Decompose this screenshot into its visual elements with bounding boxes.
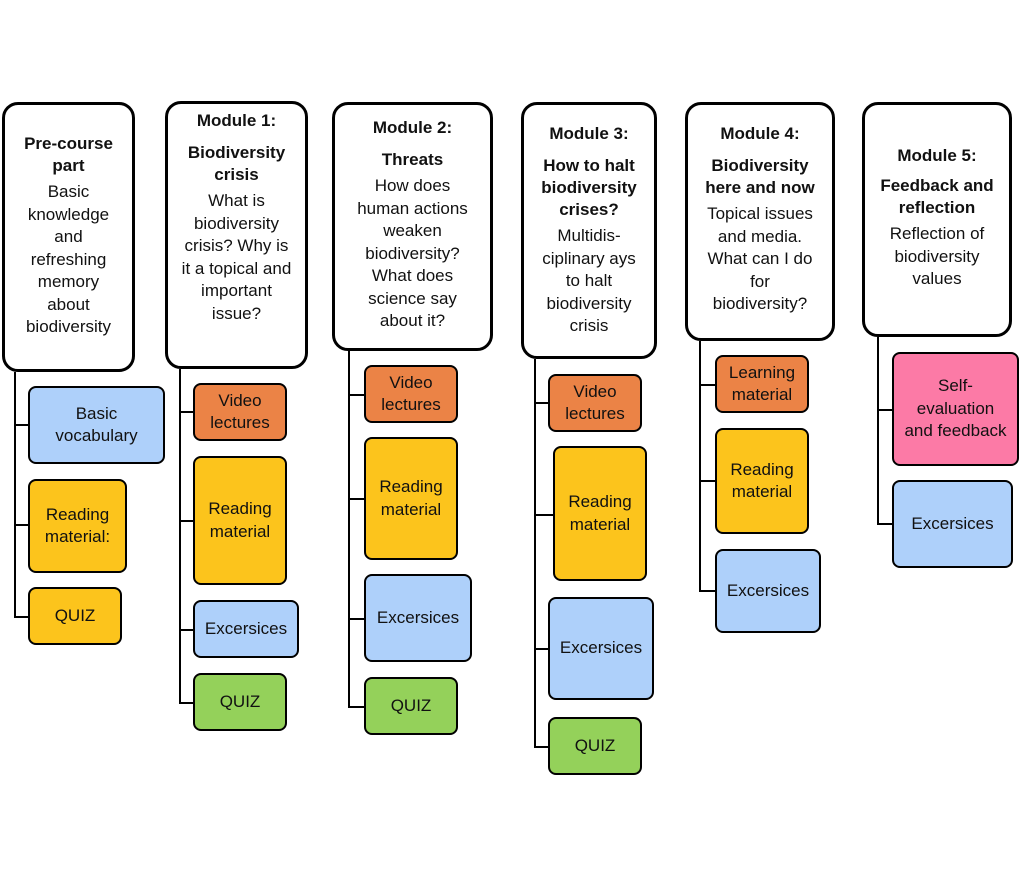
connector-line: [699, 341, 701, 591]
item-reading-material[interactable]: Reading material: [715, 428, 809, 534]
connector-branch: [348, 706, 365, 708]
connector-branch: [179, 629, 194, 631]
connector-branch: [699, 384, 716, 386]
connector-branch: [14, 424, 29, 426]
module-description: Reflection of biodiversity values: [889, 224, 985, 288]
item-excersices[interactable]: Excersices: [193, 600, 299, 658]
connector-line: [877, 337, 879, 524]
item-reading-material[interactable]: Reading material: [553, 446, 647, 581]
module-header-3: Module 3: How to halt biodiversity crise…: [521, 102, 657, 359]
connector-branch: [348, 394, 365, 396]
module-subtitle: Biodiversity crisis: [187, 143, 286, 184]
connector-branch: [699, 480, 716, 482]
item-quiz[interactable]: QUIZ: [28, 587, 122, 645]
connector-branch: [534, 746, 549, 748]
item-self-evaluation[interactable]: Self- evaluation and feedback: [892, 352, 1019, 466]
connector-branch: [179, 411, 194, 413]
module-header-5: Module 5: Feedback and reflection Reflec…: [862, 102, 1012, 337]
module-title: Module 2:: [372, 118, 453, 137]
module-description: Basic knowledge and refreshing memory ab…: [25, 182, 112, 336]
connector-branch: [348, 618, 365, 620]
module-title: Module 1:: [196, 111, 277, 130]
item-excersices[interactable]: Excersices: [548, 597, 654, 700]
module-subtitle: Feedback and reflection: [880, 176, 994, 217]
connector-line: [14, 372, 16, 618]
item-video-lectures[interactable]: Video lectures: [548, 374, 642, 432]
connector-branch: [877, 409, 893, 411]
connector-branch: [348, 498, 365, 500]
module-description: How does human actions weaken biodiversi…: [357, 176, 468, 330]
connector-line: [348, 351, 350, 707]
connector-branch: [534, 402, 549, 404]
connector-branch: [877, 523, 893, 525]
module-header-4: Module 4: Biodiversity here and now Topi…: [685, 102, 835, 341]
module-subtitle: How to halt biodiversity crises?: [541, 156, 637, 219]
connector-branch: [179, 702, 194, 704]
module-header-pre-course: Pre-course part Basic knowledge and refr…: [2, 102, 135, 372]
item-learning-material[interactable]: Learning material: [715, 355, 809, 413]
item-excersices[interactable]: Excersices: [364, 574, 472, 662]
module-subtitle: Biodiversity here and now: [705, 156, 815, 197]
module-subtitle: Threats: [381, 150, 444, 169]
module-title: Module 4:: [720, 124, 800, 143]
connector-branch: [14, 616, 29, 618]
module-title: Module 3:: [549, 124, 629, 143]
module-title: Pre-course part: [24, 134, 113, 175]
item-reading-material[interactable]: Reading material:: [28, 479, 127, 573]
module-description: Topical issues and media. What can I do …: [707, 204, 813, 313]
item-video-lectures[interactable]: Video lectures: [193, 383, 287, 441]
module-header-2: Module 2: Threats How does human actions…: [332, 102, 493, 351]
item-excersices[interactable]: Excersices: [892, 480, 1013, 568]
item-excersices[interactable]: Excersices: [715, 549, 821, 633]
connector-branch: [534, 648, 549, 650]
item-reading-material[interactable]: Reading material: [364, 437, 458, 560]
connector-branch: [699, 590, 716, 592]
module-description: Multidis- ciplinary ays to halt biodiver…: [542, 226, 636, 335]
item-reading-material[interactable]: Reading material: [193, 456, 287, 585]
module-header-1: Module 1: Biodiversity crisis What is bi…: [165, 101, 308, 369]
connector-branch: [534, 514, 554, 516]
connector-line: [179, 369, 181, 703]
connector-line: [534, 359, 536, 747]
module-description: What is biodiversity crisis? Why is it a…: [181, 191, 292, 323]
item-video-lectures[interactable]: Video lectures: [364, 365, 458, 423]
item-quiz[interactable]: QUIZ: [193, 673, 287, 731]
connector-branch: [14, 524, 29, 526]
item-basic-vocabulary[interactable]: Basic vocabulary: [28, 386, 165, 464]
item-quiz[interactable]: QUIZ: [548, 717, 642, 775]
item-quiz[interactable]: QUIZ: [364, 677, 458, 735]
module-title: Module 5:: [897, 146, 977, 165]
connector-branch: [179, 520, 194, 522]
